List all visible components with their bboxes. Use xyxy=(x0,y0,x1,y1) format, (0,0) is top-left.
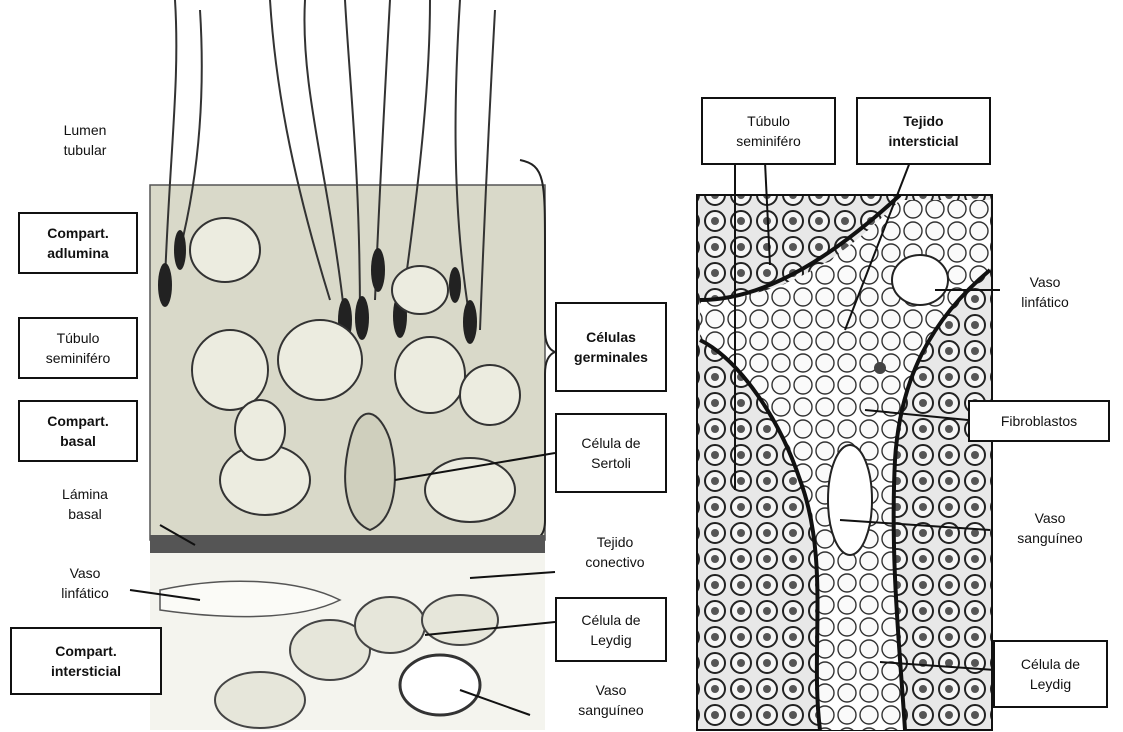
label-celulas-germinales: Células germinales xyxy=(555,302,667,392)
label-tubulo-seminifero-right: Túbulo seminiféro xyxy=(701,97,836,165)
label-celula-leydig-right: Célula de Leydig xyxy=(993,640,1108,708)
label-tejido-intersticial: Tejido intersticial xyxy=(856,97,991,165)
label-celula-sertoli: Célula de Sertoli xyxy=(555,413,667,493)
lymph-vessel-right xyxy=(892,255,948,305)
label-compart-intersticial: Compart. intersticial xyxy=(10,627,162,695)
label-lumen-tubular: Lumen tubular xyxy=(40,120,130,160)
blood-vessel-left xyxy=(400,655,480,715)
label-compart-adlumina: Compart. adlumina xyxy=(18,212,138,274)
label-compart-basal: Compart. basal xyxy=(18,400,138,462)
label-vaso-sanguineo-right: Vaso sanguíneo xyxy=(1000,508,1100,548)
testis-micrograph xyxy=(697,195,992,730)
basal-lamina xyxy=(150,535,545,553)
label-tubulo-seminifero-left: Túbulo seminiféro xyxy=(18,317,138,379)
label-vaso-sanguineo-left: Vaso sanguíneo xyxy=(555,680,667,720)
blood-vessel-right xyxy=(828,445,872,555)
blood-cell-right xyxy=(874,362,886,374)
label-vaso-linfatico-left: Vaso linfático xyxy=(40,563,130,603)
seminiferous-epithelium-illustration xyxy=(150,0,555,730)
label-fibroblastos: Fibroblastos xyxy=(968,400,1110,442)
label-celula-leydig-left: Célula de Leydig xyxy=(555,597,667,662)
label-tejido-conectivo: Tejido conectivo xyxy=(560,532,670,572)
sertoli-cell xyxy=(345,414,395,530)
label-lamina-basal: Lámina basal xyxy=(40,484,130,524)
label-vaso-linfatico-right: Vaso linfático xyxy=(1000,272,1090,312)
